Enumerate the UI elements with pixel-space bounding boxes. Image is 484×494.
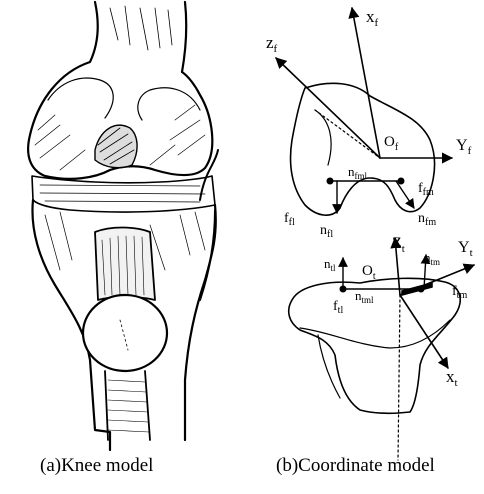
patella (83, 295, 167, 371)
femur-coordinate-model (276, 8, 452, 215)
tibia-n-tml-label: ntml (355, 288, 374, 305)
femur-medial-contact-point (398, 178, 404, 184)
femur-normal-fm (396, 181, 414, 208)
tibia-n-tl-label: ntl (324, 256, 336, 273)
femur-x-label: xf (366, 7, 379, 29)
femur-lateral-contact-point (327, 178, 333, 184)
tibia-axis-dotted (398, 295, 400, 460)
fibula (200, 150, 218, 300)
tibia-medial-contact-point (418, 286, 424, 292)
femur-shaft-hatch (110, 6, 172, 50)
tibia-coordinate-model (289, 238, 474, 460)
tibia-x-label: xt (446, 367, 458, 389)
patellar-tendon (95, 228, 155, 301)
femur-axis-dotted (315, 110, 380, 158)
femur-condyle-outline (291, 83, 435, 215)
femur-f-fl-label: ffl (284, 211, 295, 228)
femur-origin-label: Of (384, 134, 399, 153)
femur-z-label: zf (266, 33, 278, 55)
tibia-origin-label: Ot (362, 263, 376, 282)
caption-coordinate-model: (b)Coordinate model (276, 455, 435, 477)
tibia-f-tl-label: ftl (333, 299, 343, 316)
femur-n-fm-label: nfm (418, 211, 436, 228)
femur-n-fml-label: nfml (348, 164, 367, 181)
caption-knee-model: (a)Knee model (40, 455, 153, 477)
knee-model-drawing (28, 2, 218, 450)
tibia-y-label: Yt (458, 239, 473, 259)
femur-n-fl-label: nfl (320, 223, 333, 240)
femur-shaft (90, 2, 186, 72)
tibia-z-label: Zt (392, 235, 405, 255)
tibia-f-tm-label: ftm (452, 284, 467, 301)
tibia-n-tm-label: ntm (424, 250, 440, 267)
femur-y-label: Yf (456, 137, 472, 157)
